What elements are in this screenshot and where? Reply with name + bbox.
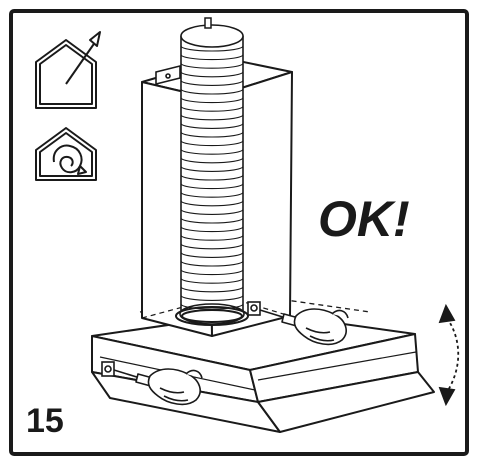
house-arrow-icon — [35, 31, 101, 109]
duct-rib — [180, 286, 244, 293]
double-arrow-icon — [438, 303, 460, 407]
screw-right — [247, 301, 261, 316]
mounting-bracket — [155, 64, 181, 86]
duct-collar — [175, 306, 249, 326]
duct-rib — [180, 88, 244, 95]
ok-label: OK! — [318, 191, 410, 247]
hood-canopy — [91, 311, 435, 433]
duct-rib — [180, 123, 244, 129]
hand-screwdriver-left — [113, 368, 203, 406]
screw-left — [101, 361, 115, 377]
duct-rib — [180, 97, 244, 104]
duct-rib — [180, 295, 244, 301]
duct-rib — [180, 191, 244, 198]
duct-rib — [180, 166, 244, 172]
duct-rib — [180, 114, 244, 121]
flexible-duct — [179, 24, 245, 325]
duct-rib — [180, 131, 244, 138]
duct-top-stub — [204, 17, 212, 29]
duct-rib — [180, 71, 244, 78]
duct-rib — [180, 140, 244, 147]
duct-rib — [180, 183, 244, 190]
duct-rib — [180, 277, 244, 284]
duct-rib — [180, 226, 244, 233]
house-recirculation-icon — [35, 127, 97, 181]
duct-rib — [180, 243, 244, 250]
duct-ribs — [180, 45, 244, 310]
duct-rib — [180, 45, 244, 52]
duct-rib — [180, 200, 244, 207]
duct-rib — [180, 174, 244, 181]
duct-rib — [180, 252, 244, 258]
duct-rib — [180, 217, 244, 224]
duct-rib — [180, 269, 244, 276]
step-number: 15 — [26, 402, 64, 440]
duct-rib — [180, 234, 244, 241]
diagram-frame — [9, 9, 469, 456]
duct-rib — [180, 80, 244, 86]
duct-rib — [180, 303, 244, 310]
duct-rib — [180, 105, 244, 112]
duct-rib — [180, 260, 244, 267]
duct-rib — [180, 62, 244, 69]
duct-rib — [180, 148, 244, 155]
duct-rib — [180, 54, 244, 61]
hand-screwdriver-right — [259, 308, 349, 346]
duct-rib — [180, 209, 244, 215]
duct-rib — [180, 157, 244, 164]
